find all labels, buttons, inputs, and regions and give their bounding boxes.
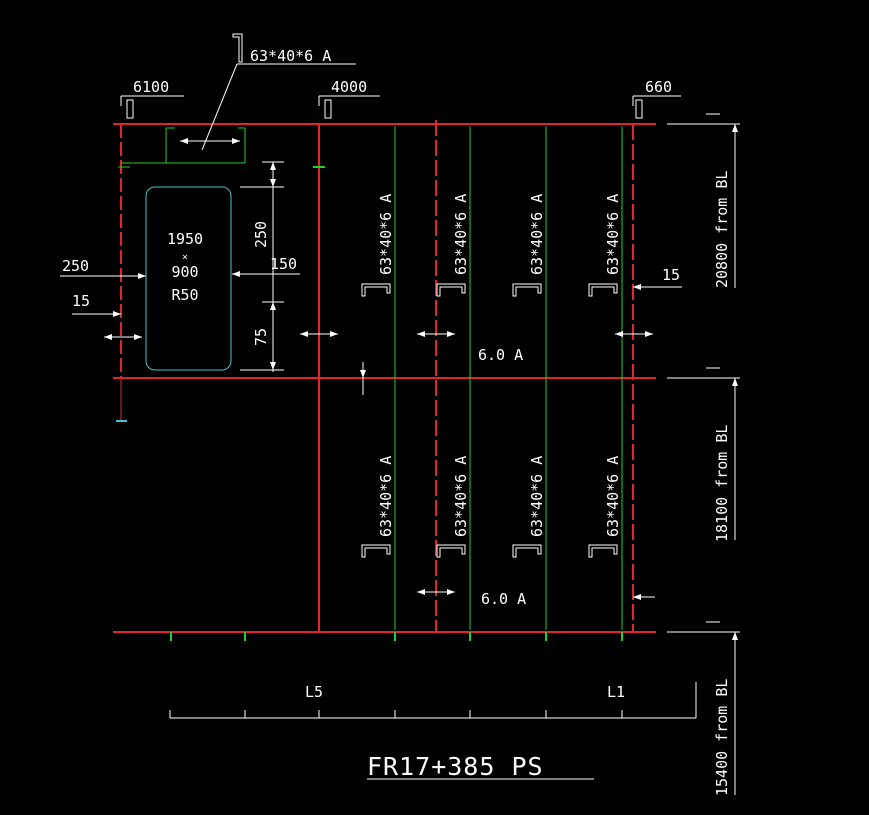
dim-left-250: 250 [62, 257, 89, 275]
dimension-lines [60, 63, 740, 795]
dim-right-150: 150 [270, 255, 297, 273]
level-lower: 15400 from BL [713, 679, 731, 796]
plate-thickness-lower: 6.0 A [481, 590, 526, 608]
stiffener-label: 63*40*6 A [377, 194, 395, 275]
dim-left-15: 15 [72, 292, 90, 310]
frame-label-middle: 4000 [331, 78, 367, 96]
stiffener-label: 63*40*6 A [377, 456, 395, 537]
opening-times: × [182, 252, 188, 263]
stiffener-ticks [170, 166, 623, 641]
frame-markers [126, 99, 643, 119]
opening-label: 1950 × 900 R50 [167, 230, 203, 304]
bulkhead-lines [120, 120, 634, 632]
stiffener-label: 63*40*6 A [528, 194, 546, 275]
opening-width: 900 [171, 263, 198, 281]
level-upper: 20800 from BL [713, 171, 731, 288]
stiffener-angle-symbols [361, 283, 618, 558]
deck-lines [113, 123, 656, 633]
arrowheads [104, 124, 738, 640]
stiffener-label: 63*40*6 A [452, 194, 470, 275]
longitudinal-left: L5 [305, 683, 323, 701]
opening-top-stiffener [118, 127, 246, 168]
opening-outline [145, 186, 232, 371]
plate-thickness-upper: 6.0 A [478, 346, 523, 364]
dim-top-250: 250 [252, 221, 270, 248]
opening-length: 1950 [167, 230, 203, 248]
stiffener-label: 63*40*6 A [604, 194, 622, 275]
stiffener-label: 63*40*6 A [528, 456, 546, 537]
stiffener-label: 63*40*6 A [452, 456, 470, 537]
level-middle: 18100 from BL [713, 425, 731, 542]
text-labels: 63*40*6 A 6100 4000 660 250 75 150 250 1… [62, 47, 731, 796]
longitudinal-right: L1 [607, 683, 625, 701]
dim-right-15: 15 [662, 266, 680, 284]
stiffener-label: 63*40*6 A [604, 456, 622, 537]
frame-label-right: 660 [645, 78, 672, 96]
dim-bottom-75: 75 [252, 328, 270, 346]
drawing-title: FR17+385 PS [367, 752, 544, 781]
top-angle-label: 63*40*6 A [250, 47, 331, 65]
stiffener-lines [394, 126, 623, 630]
opening-radius: R50 [171, 286, 198, 304]
angle-symbol [232, 33, 243, 63]
frame-label-left: 6100 [133, 78, 169, 96]
